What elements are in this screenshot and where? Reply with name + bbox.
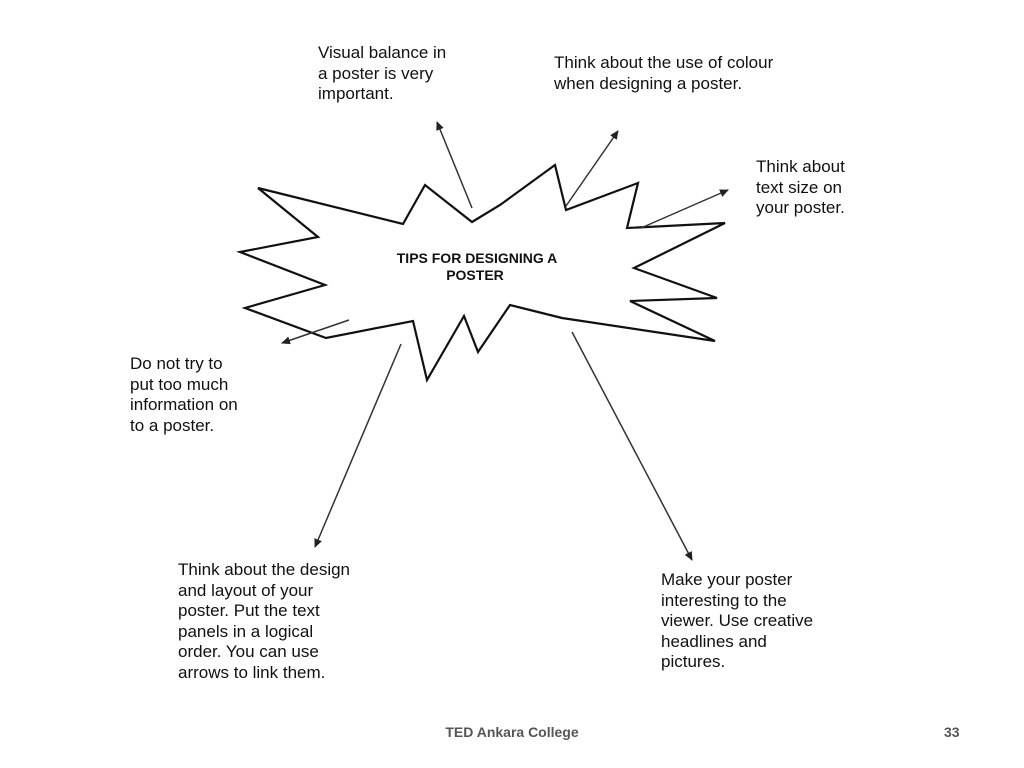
arrow-interesting	[571, 331, 693, 561]
tip-text-size: Think about text size on your poster.	[756, 157, 845, 217]
arrow-text-size	[640, 189, 729, 229]
page-number: 33	[944, 724, 960, 740]
center-title-line1: TIPS FOR DESIGNING A	[397, 250, 558, 266]
arrow-information	[281, 319, 350, 345]
tip-colour: Think about the use of colour when desig…	[554, 53, 774, 93]
arrow-design-layout	[314, 343, 402, 548]
tip-visual-balance: Visual balance in a poster is very impor…	[318, 43, 447, 103]
tip-information: Do not try to put too much information o…	[130, 354, 238, 435]
footer-organization: TED Ankara College	[445, 724, 579, 740]
center-title-line2: POSTER	[446, 267, 504, 283]
tip-design-layout: Think about the design and layout of you…	[178, 560, 351, 682]
tip-interesting: Make your poster interesting to the view…	[661, 570, 814, 671]
arrow-visual-balance	[436, 121, 473, 209]
arrow-colour	[565, 130, 619, 207]
starburst-shape	[236, 163, 726, 383]
